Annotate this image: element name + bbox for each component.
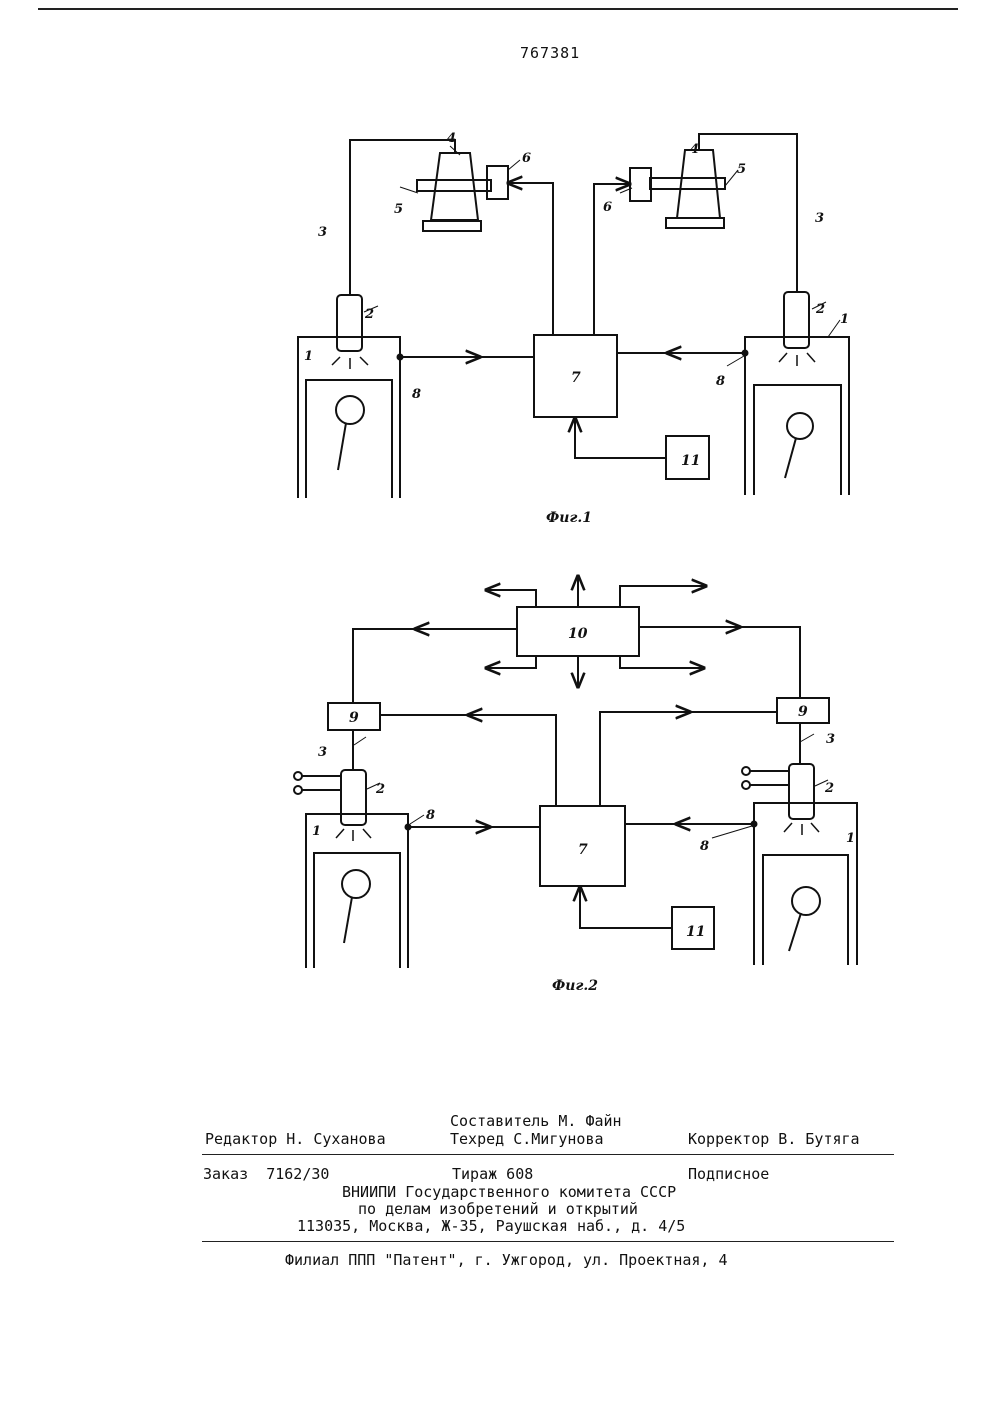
fig2-label-l3: 3: [318, 745, 327, 760]
fig1-label-l8: 8: [412, 387, 421, 402]
tech-editor-line: Техред С.Мигунова: [450, 1131, 604, 1148]
fig2-left-cylinder: [294, 770, 408, 968]
fig1-label-r3: 3: [815, 211, 824, 226]
fig2-label-l8: 8: [426, 808, 435, 823]
order-line: Заказ 7162/30: [203, 1166, 329, 1183]
fig1-label-r5: 5: [737, 162, 746, 177]
fig1-label-l5: 5: [394, 202, 403, 217]
fig2-label-r1: 1: [846, 831, 855, 846]
fig1-label-l1: 1: [304, 349, 313, 364]
fig1-label-b11: 11: [681, 453, 700, 469]
fig2-caption: Фиг.2: [552, 978, 598, 994]
fig2-label-b11: 11: [686, 924, 705, 940]
compiler-line: Составитель М. Файн: [450, 1113, 622, 1130]
figure-1: [298, 134, 849, 498]
figure-2-labels: 10 9 9 3 3 2 2 1 1 8 8 7 11 Фиг.2: [312, 626, 855, 994]
colophon-rule-2: [202, 1241, 894, 1242]
fig1-label-l6: 6: [522, 151, 531, 166]
fig1-label-r6: 6: [603, 200, 612, 215]
institute-line: ВНИИПИ Государственного комитета СССР: [342, 1184, 676, 1201]
corrector-line: Корректор В. Бутяга: [688, 1131, 860, 1148]
fig1-right-cylinder: [745, 292, 849, 495]
committee-line: по делам изобретений и открытий: [358, 1201, 638, 1218]
fig1-label-r4: 4: [690, 142, 699, 157]
editor-line: Редактор Н. Суханова: [205, 1131, 386, 1148]
fig1-caption: Фиг.1: [546, 510, 592, 526]
fig1-label-l2: 2: [364, 307, 374, 322]
fig1-label-l4: 4: [447, 131, 456, 146]
fig1-label-r1: 1: [840, 312, 849, 327]
fig1-block-11-line: [575, 418, 666, 458]
figure-1-labels: 2 3 4 5 6 1 8 4 5 6 3 2 1 8 7 11 Фиг.1: [304, 131, 849, 526]
fig2-label-r9: 9: [798, 704, 808, 720]
fig1-left-cylinder: [298, 295, 400, 498]
fig2-label-b10: 10: [568, 626, 588, 642]
subscription-line: Подписное: [688, 1166, 769, 1183]
fig2-label-b7: 7: [578, 842, 588, 858]
fig1-label-b7: 7: [571, 370, 581, 386]
fig2-right-upper-line: [639, 627, 800, 698]
fig2-label-l9: 9: [349, 710, 359, 726]
fig1-left-control-line: [508, 183, 553, 335]
branch-line: Филиал ППП "Патент", г. Ужгород, ул. Про…: [285, 1252, 728, 1269]
fig1-label-r8: 8: [716, 374, 725, 389]
fig2-label-r8: 8: [700, 839, 709, 854]
fig1-left-pump: [417, 153, 508, 231]
colophon-rule-1: [202, 1154, 894, 1155]
fig1-label-r2: 2: [815, 302, 825, 317]
fig2-label-r2: 2: [824, 781, 834, 796]
fig2-label-l1: 1: [312, 824, 321, 839]
fig2-right-cylinder: [742, 764, 857, 965]
fig2-label-l2: 2: [375, 782, 385, 797]
fig1-label-l3: 3: [318, 225, 327, 240]
fig2-left-upper-line: [353, 629, 517, 703]
print-run-line: Тираж 608: [452, 1166, 533, 1183]
fig2-label-r3: 3: [826, 732, 835, 747]
address-line: 113035, Москва, Ж-35, Раушская наб., д. …: [297, 1218, 685, 1235]
fig1-right-pump: [630, 150, 725, 228]
